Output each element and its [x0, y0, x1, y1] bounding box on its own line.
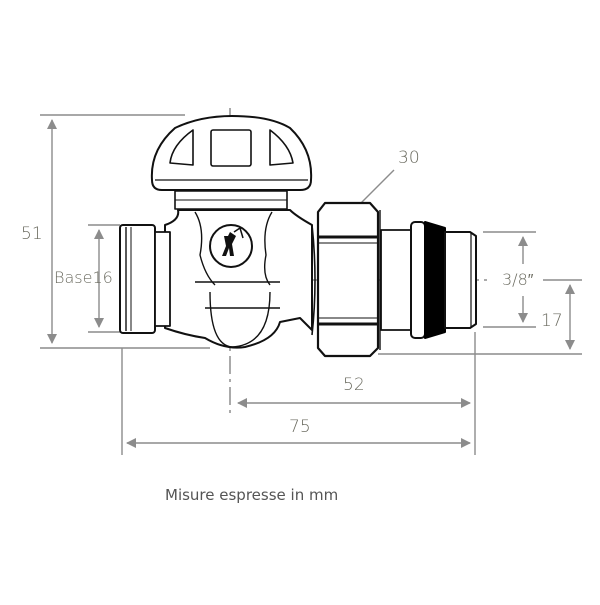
hex-nut: [311, 201, 381, 358]
dimension-label-inlet-base: Base16: [54, 268, 113, 287]
seal-band: [424, 221, 446, 339]
threaded-tail: [444, 231, 477, 329]
dimension-label-overall-height: 51: [21, 224, 43, 244]
units-caption: Misure espresse in mm: [165, 486, 339, 504]
union-sleeve: [380, 229, 412, 331]
dimension-label-axis-to-outlet: 52: [343, 375, 365, 395]
center-lines: [120, 108, 487, 415]
handwheel-cap-icon: [150, 115, 313, 210]
tail-ring: [410, 221, 426, 339]
dimension-label-overall-length: 75: [289, 417, 311, 437]
dimension-label-outlet-thread: 3/8″: [502, 270, 534, 289]
dimension-label-outlet-axis-height: 17: [541, 311, 563, 331]
valve-body: [119, 115, 477, 358]
dimension-label-nut-size: 30: [398, 148, 420, 168]
inlet-fitting: [119, 224, 171, 334]
